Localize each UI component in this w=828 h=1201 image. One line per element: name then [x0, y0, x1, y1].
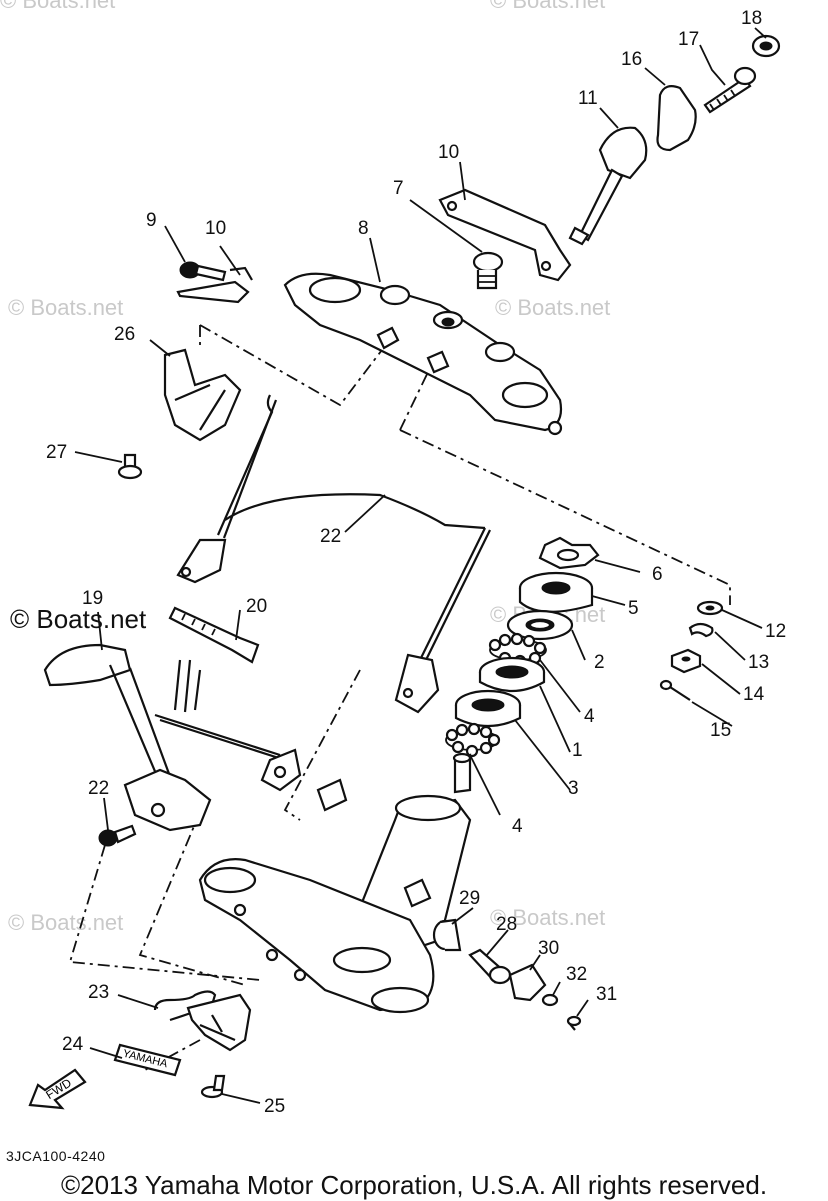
part-label-28: 27 [46, 442, 67, 463]
part-label-10: 10 [205, 218, 226, 239]
watermark: © Boats.net [490, 0, 605, 13]
part-label-11: 10 [438, 142, 459, 163]
copyright-notice: ©2013 Yamaha Motor Corporation, U.S.A. A… [60, 1170, 768, 1200]
part-26-screw [200, 1074, 226, 1099]
part-17-handlebar-holder [656, 85, 697, 152]
part-12-handlebar [568, 126, 648, 246]
part-29-sensor [468, 948, 512, 985]
steering-stem [198, 752, 472, 1014]
part-label-13: 12 [765, 621, 786, 642]
part-16-cotter-pin [659, 679, 691, 701]
part-label-27: 26 [114, 324, 135, 345]
part-13-washer [696, 600, 724, 616]
part-label-32: 31 [596, 984, 617, 1005]
part-label-3: 3 [568, 778, 579, 799]
part-15-nut [670, 648, 702, 674]
part-9-bolt [179, 261, 227, 282]
part-label-24: 23 [88, 982, 109, 1003]
part-30-collar [432, 918, 462, 952]
part-label-9: 9 [146, 210, 157, 231]
part-7-pinch-bolt [472, 251, 504, 290]
part-label-21: 20 [246, 596, 267, 617]
part-14-spring-washer [688, 622, 714, 638]
part-19-nut [751, 34, 781, 58]
assembly-line [399, 367, 731, 605]
part-label-31: 30 [538, 938, 559, 959]
part-3-bearing-race [454, 689, 522, 728]
part-label-29: 28 [496, 914, 517, 935]
forward-direction-arrow: FWD [28, 1068, 87, 1110]
part-label-14: 13 [748, 652, 769, 673]
part-label-17: 16 [621, 49, 642, 70]
part-21-cable-tie [168, 606, 260, 664]
part-2-bearing-race [506, 609, 574, 641]
part-4-ball-set [445, 722, 501, 758]
part-label-6: 6 [652, 564, 663, 585]
part-label-18: 17 [678, 29, 699, 50]
watermark: © Boats.net [8, 910, 123, 935]
part-22-stay-rod [176, 394, 491, 714]
part-label-33: 32 [566, 964, 587, 985]
part-label-20: 19 [82, 588, 103, 609]
part-label-19: 18 [741, 8, 762, 29]
part-18-bolt [703, 66, 757, 114]
part-20-meter-bracket [43, 643, 348, 832]
part-1-bearing-race [478, 656, 546, 692]
part-label-1: 1 [572, 740, 583, 761]
watermark: © Boats.net [8, 295, 123, 320]
part-label-25: 24 [62, 1034, 84, 1055]
part-label-2: 2 [594, 652, 605, 673]
assembly-line [138, 811, 246, 986]
part-27-bracket [163, 348, 242, 442]
part-label-4: 4 [584, 706, 595, 727]
part-33-washer [541, 993, 559, 1007]
watermark-prominent: © Boats.net [10, 604, 147, 634]
part-31-plate [508, 963, 547, 1002]
part-label-16: 15 [710, 720, 731, 741]
part-25-emblem: YAMAHA [113, 1043, 182, 1077]
part-label-23: 22 [88, 778, 109, 799]
part-number-labels: 18 17 16 11 10 7 9 10 8 26 27 22 6 5 2 4… [46, 8, 786, 1117]
assembly-line [283, 669, 361, 821]
part-32-screw [566, 1015, 582, 1031]
part-label-26: 25 [264, 1096, 285, 1117]
part-label-8: 8 [358, 218, 369, 239]
part-8-upper-bracket [283, 272, 563, 436]
part-5-ring-nut [518, 571, 594, 613]
part-label-7: 7 [393, 178, 404, 199]
part-label-5: 5 [628, 598, 639, 619]
part-6-lock-washer [538, 536, 600, 570]
leader-lines [74, 27, 767, 1104]
emblem-bracket [186, 993, 252, 1052]
part-label-4: 4 [512, 816, 523, 837]
part-label-22: 22 [320, 526, 341, 547]
part-label-30: 29 [459, 888, 480, 909]
part-28-bolt [117, 453, 143, 480]
part-label-12: 11 [578, 88, 598, 109]
part-23-bolt [98, 824, 137, 847]
assembly-line [199, 324, 389, 407]
part-11-bracket-plate [438, 188, 572, 282]
watermark: © Boats.net [495, 295, 610, 320]
part-label-15: 14 [743, 684, 765, 705]
steering-parts-diagram: © Boats.net © Boats.net © Boats.net © Bo… [0, 0, 786, 1117]
diagram-code: 3JCA100-4240 [6, 1148, 106, 1164]
watermark: © Boats.net [490, 905, 605, 930]
watermark: © Boats.net [0, 0, 115, 13]
